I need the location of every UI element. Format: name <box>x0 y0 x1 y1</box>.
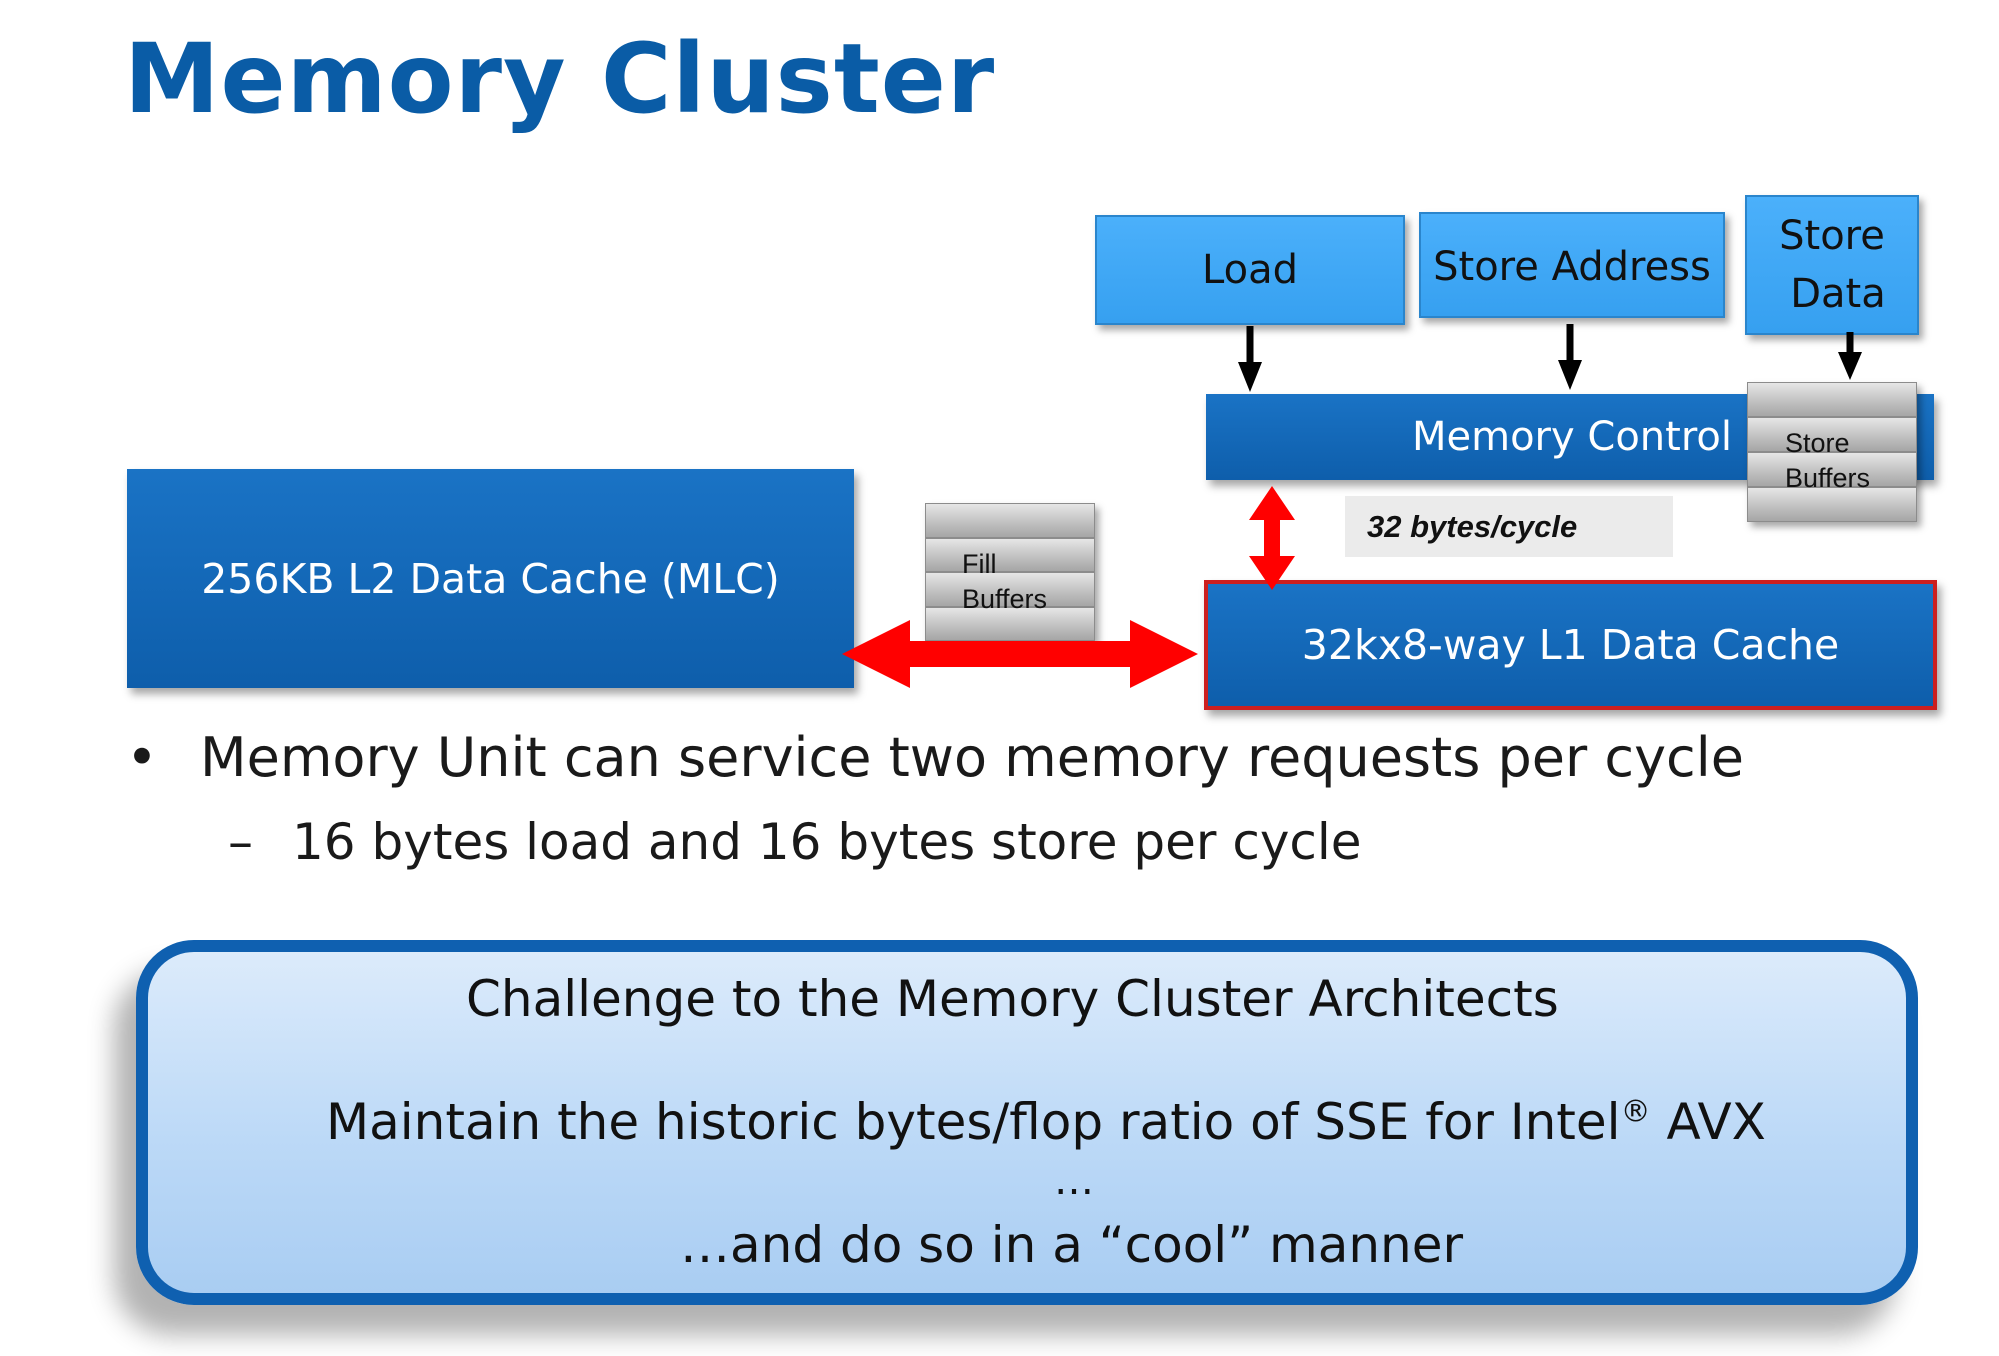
l1-data-cache-label: 32kx8-way L1 Data Cache <box>1301 621 1840 669</box>
fill-buffers-label: Fill Buffers <box>962 547 1047 617</box>
l2-data-cache-box: 256KB L2 Data Cache (MLC) <box>127 469 854 688</box>
store-address-unit-label: Store Address <box>1433 244 1711 290</box>
store-buffers-label: Store Buffers <box>1785 426 1870 496</box>
l1-data-cache-box: 32kx8-way L1 Data Cache <box>1204 580 1937 710</box>
callout-line-1-text: Maintain the historic bytes/flop ratio o… <box>326 1093 1621 1151</box>
fill-buffers-label-line1: Fill <box>962 549 997 579</box>
fill-buffers-label-line2: Buffers <box>962 584 1048 615</box>
load-unit-box: Load <box>1095 215 1405 325</box>
store-buffer-slab <box>1747 417 1917 452</box>
red-horizontal-double-arrow-icon <box>842 620 1198 688</box>
bullet-main-text: Memory Unit can service two memory reque… <box>200 726 1744 789</box>
store-data-unit-box: Store Data <box>1745 195 1919 335</box>
fill-buffer-slab <box>925 537 1095 572</box>
callout-heading: Challenge to the Memory Cluster Architec… <box>466 970 1559 1028</box>
down-arrow-icon <box>1838 332 1862 380</box>
store-data-unit-label-line2: Data <box>1790 271 1886 317</box>
fill-buffers-stack <box>925 503 1095 641</box>
registered-mark: ® <box>1620 1094 1651 1130</box>
red-vertical-double-arrow-icon <box>1249 486 1295 590</box>
bandwidth-label: 32 bytes/cycle <box>1367 508 1578 544</box>
store-buffer-slab <box>1747 487 1917 522</box>
fill-buffer-slab <box>925 606 1095 641</box>
down-arrow-icon <box>1238 326 1262 392</box>
sub-bullet-marker: – <box>228 813 253 871</box>
memory-control-label: Memory Control <box>1412 414 1732 460</box>
down-arrow-icon <box>1558 324 1582 390</box>
store-address-unit-box: Store Address <box>1419 212 1725 318</box>
store-buffers-label-line1: Store <box>1785 428 1850 458</box>
store-buffers-label-line2: Buffers <box>1785 463 1871 494</box>
callout-line-3: …and do so in a “cool” manner <box>680 1216 1464 1274</box>
bandwidth-label-box: 32 bytes/cycle <box>1345 496 1673 557</box>
sub-bullet-text: 16 bytes load and 16 bytes store per cyc… <box>292 813 1362 871</box>
l2-data-cache-label: 256KB L2 Data Cache (MLC) <box>201 554 780 603</box>
callout-line-1: Maintain the historic bytes/flop ratio o… <box>326 1093 1766 1151</box>
store-data-unit-label-line1: Store <box>1779 213 1885 259</box>
store-buffers-stack <box>1747 382 1917 522</box>
challenge-callout-box <box>136 940 1918 1305</box>
store-buffer-slab <box>1747 382 1917 417</box>
bullet-marker: • <box>126 726 158 789</box>
store-buffer-slab <box>1747 452 1917 487</box>
fill-buffer-slab <box>925 572 1095 607</box>
load-unit-label: Load <box>1202 247 1298 293</box>
slide-title: Memory Cluster <box>124 23 996 135</box>
fill-buffer-slab <box>925 503 1095 538</box>
callout-line-2: … <box>1054 1158 1094 1204</box>
callout-line-1-end: AVX <box>1650 1093 1766 1151</box>
